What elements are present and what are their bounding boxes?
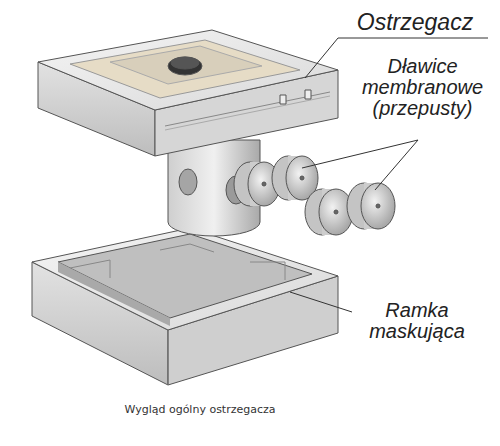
masking-frame <box>32 228 338 385</box>
part-label: Ostrzegacz <box>340 10 490 34</box>
figure-caption: Wygląd ogólny ostrzegacza <box>80 403 320 416</box>
warning-device <box>38 30 338 156</box>
part-label: Ramka maskująca <box>352 300 482 342</box>
part-label: Dławice membranowe (przepusty) <box>350 56 495 119</box>
membrane-glands <box>234 156 395 235</box>
